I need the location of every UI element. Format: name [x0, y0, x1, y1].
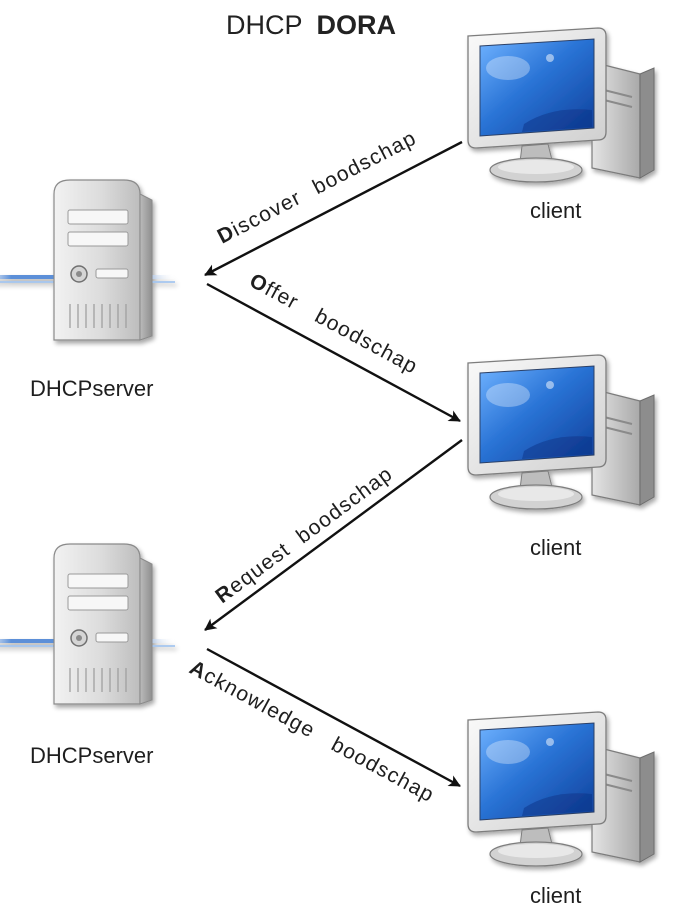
offer-message-label: Offerboodschap	[246, 269, 422, 379]
request-word2: boodschap	[292, 462, 397, 548]
client-1: client	[467, 27, 655, 223]
client-3: client	[467, 711, 655, 908]
server-tower-icon	[0, 543, 176, 705]
discover-arrow	[204, 140, 463, 277]
discover-message-label: Discoverboodschap	[214, 126, 421, 248]
dhcp-server-2: DHCPserver	[0, 543, 176, 768]
client-2: client	[467, 354, 655, 560]
title-prefix: DHCP	[226, 10, 303, 40]
discover-word2: boodschap	[309, 126, 420, 199]
request-message-label: Requestboodschap	[211, 462, 397, 608]
discover-rest: iscover	[228, 186, 305, 241]
client-label: client	[530, 883, 581, 908]
dhcp-server-1: DHCPserver	[0, 179, 176, 401]
server-label: DHCPserver	[30, 376, 153, 401]
desktop-computer-icon	[467, 711, 655, 867]
client-label: client	[530, 198, 581, 223]
client-label: client	[530, 535, 581, 560]
offer-arrow	[206, 282, 461, 423]
acknowledge-arrow	[206, 647, 461, 788]
offer-word2: boodschap	[311, 305, 422, 379]
acknowledge-message-label: Acknowledgeboodschap	[186, 656, 439, 807]
desktop-computer-icon	[467, 27, 655, 183]
acknowledge-rest: cknowledge	[200, 664, 319, 743]
server-tower-icon	[0, 179, 176, 341]
desktop-computer-icon	[467, 354, 655, 510]
title-emphasis: DORA	[317, 10, 397, 40]
server-label: DHCPserver	[30, 743, 153, 768]
request-arrow	[204, 439, 463, 631]
diagram-title: DHCP DORA	[226, 10, 396, 40]
